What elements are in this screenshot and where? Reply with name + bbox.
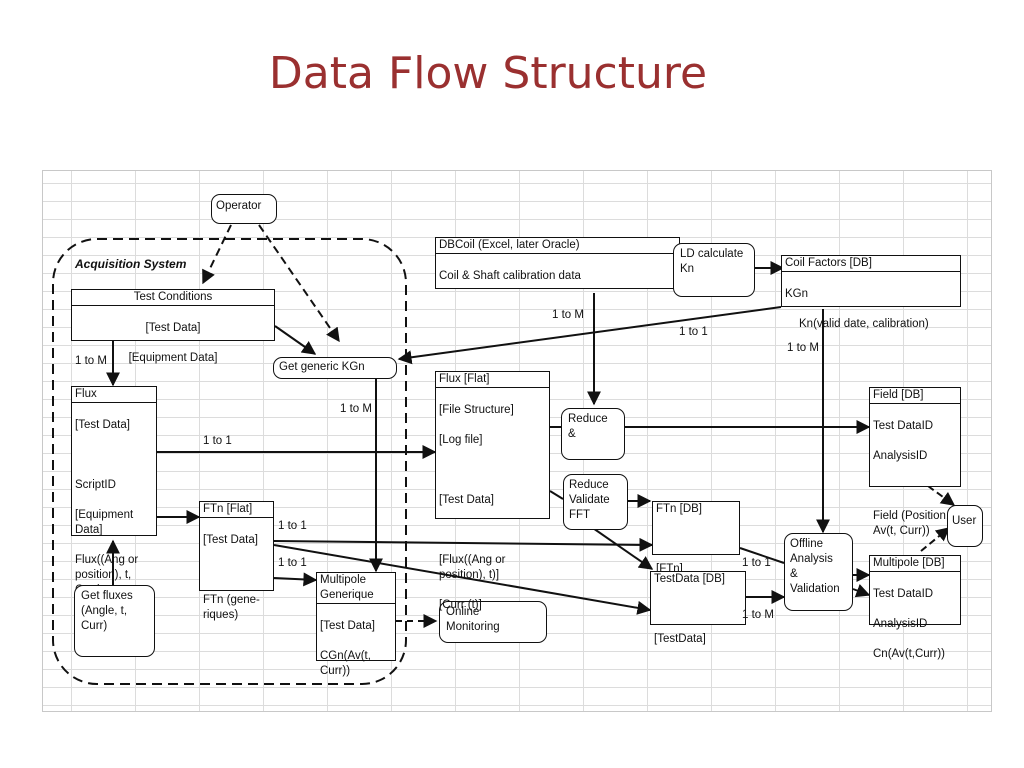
dbcoil-body: Coil & Shaft calibration data [439, 270, 581, 282]
test-conditions-header: Test Conditions [72, 290, 274, 306]
dbcoil-header: DBCoil (Excel, later Oracle) [436, 238, 679, 254]
diagram-connectors [52, 224, 956, 685]
testdata-db-body: [TestData] [654, 633, 706, 645]
acquisition-system-label: Acquisition System [75, 257, 187, 271]
ftn-db-header: FTn [DB] [656, 503, 703, 515]
arrow-coilfactors-getkgn [397, 306, 782, 365]
edge-label-offline-multipole: 1 to 1 [742, 557, 771, 569]
test-conditions-node[interactable]: Test Conditions [Test Data] [Equipment D… [71, 289, 275, 364]
coil-factors-node[interactable]: Coil Factors [DB] KGn Kn(valid date, cal… [781, 255, 961, 330]
coil-factors-body: KGn Kn(valid date, calibration) [785, 288, 929, 330]
arrow-ftnflat-multipole [273, 572, 318, 587]
flux-flat-node[interactable]: Flux [Flat] [File Structure] [Log file] … [435, 371, 550, 611]
get-generic-kgn-node[interactable]: Get generic KGn [273, 357, 397, 379]
slide-title: Data Flow Structure [268, 48, 708, 99]
ftn-db-node[interactable]: FTn [DB] [FTn] [652, 501, 740, 575]
operator-node[interactable]: Operator [211, 194, 277, 224]
flux-header: Flux [72, 387, 156, 403]
field-db-body: Test DataID AnalysisID Field (Position, … [873, 420, 950, 537]
get-fluxes-node[interactable]: Get fluxes (Angle, t, Curr) [74, 585, 155, 657]
edge-label-testconditions-flux: 1 to M [75, 355, 107, 367]
flux-body: [Test Data] ScriptID [Equipment Data] Fl… [75, 419, 139, 596]
online-monitoring-node[interactable]: Online Monitoring [439, 601, 547, 643]
field-db-header: Field [DB] [870, 388, 960, 404]
acquisition-system-boundary [52, 238, 407, 685]
dbcoil-node[interactable]: DBCoil (Excel, later Oracle) Coil & Shaf… [435, 237, 680, 289]
reduce-node[interactable]: Reduce & [561, 408, 625, 460]
ftn-flat-body: [Test Data] FTn (gene-riques) [203, 534, 260, 621]
offline-analysis-node[interactable]: Offline Analysis & Validation [784, 533, 853, 611]
field-db-node[interactable]: Field [DB] Test DataID AnalysisID Field … [869, 387, 961, 537]
ftn-flat-node[interactable]: FTn [Flat] [Test Data] FTn (gene-riques) [199, 501, 274, 621]
coil-factors-header: Coil Factors [DB] [782, 256, 960, 272]
arrow-ftnflat-testdatadb [273, 544, 652, 615]
testdata-db-node[interactable]: TestData [DB] [TestData] [650, 571, 746, 645]
data-flow-diagram: Acquisition System Operator Test Conditi… [42, 170, 992, 712]
multipole-db-header: Multipole [DB] [870, 556, 960, 572]
ld-calculate-node[interactable]: LD calculate Kn [673, 243, 755, 297]
user-node[interactable]: User [947, 505, 983, 547]
arrow-fielddb-user [927, 485, 956, 506]
edge-label-getkgn-multipole: 1 to M [340, 403, 372, 415]
flux-node[interactable]: Flux [Test Data] ScriptID [Equipment Dat… [71, 386, 157, 596]
line-fluxflat-reducevalidate [549, 490, 564, 500]
multipole-generique-node[interactable]: Multipole Generique [Test Data] CGn(Av(t… [316, 572, 396, 677]
edge-label-coilfactors-offline: 1 to M [787, 342, 819, 354]
multipole-generique-header: Multipole Generique [317, 573, 395, 604]
edge-label-ftn-ftndb: 1 to 1 [278, 520, 307, 532]
arrow-operator-getkgn [258, 224, 340, 343]
test-conditions-body: [Test Data] [Equipment Data] [128, 322, 218, 364]
arrow-multipoledb-user [920, 527, 951, 552]
line-ftndb-offline [739, 547, 785, 564]
ftn-flat-header: FTn [Flat] [200, 502, 273, 518]
testdata-db-header: TestData [DB] [654, 573, 725, 585]
edge-label-ftn-multipole: 1 to 1 [278, 557, 307, 569]
edge-label-flux-fluxflat: 1 to 1 [203, 435, 232, 447]
flux-flat-body: [File Structure] [Log file] [Test Data] … [439, 404, 514, 611]
multipole-generique-body: [Test Data] CGn(Av(t, Curr)) [320, 620, 375, 677]
edge-label-coilfactors-getkgn: 1 to 1 [679, 326, 708, 338]
reduce-validate-node[interactable]: Reduce Validate FFT [563, 474, 628, 530]
multipole-db-node[interactable]: Multipole [DB] Test DataID AnalysisID Cn… [869, 555, 961, 660]
edge-label-testdata-offline: 1 to M [742, 609, 774, 621]
arrow-ftnflat-ftndb [273, 537, 654, 552]
arrow-offline-multipoledb-2 [852, 584, 871, 598]
arrow-operator-testconditions [202, 224, 232, 285]
edge-label-dbcoil-reduce: 1 to M [552, 309, 584, 321]
arrow-testconditions-getkgn [274, 325, 317, 355]
flux-flat-header: Flux [Flat] [436, 372, 549, 388]
multipole-db-body: Test DataID AnalysisID Cn(Av(t,Curr)) [873, 588, 945, 660]
